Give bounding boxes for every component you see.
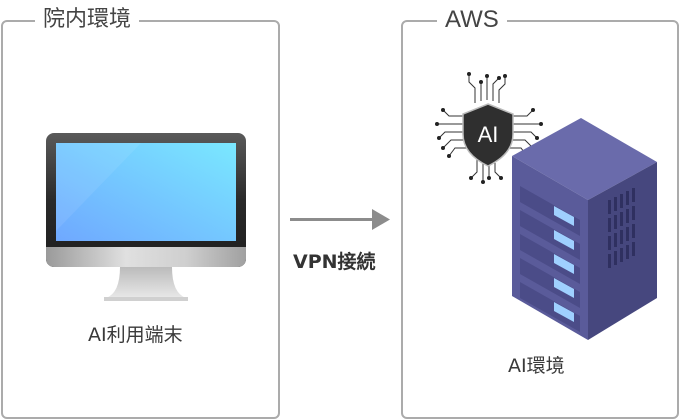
hospital-environment-group: 院内環境 (1, 6, 280, 419)
ai-badge-text: AI (478, 122, 499, 147)
ai-environment-caption: AI環境 (508, 355, 565, 377)
server-slot (520, 186, 580, 236)
server-rack-icon (512, 118, 657, 340)
server-slot (520, 234, 580, 284)
server-slot (520, 282, 580, 332)
aws-environment-group: AWS (401, 6, 679, 419)
server-slot (520, 258, 580, 308)
arrow-right-icon (290, 209, 390, 230)
vpn-connection-label: VPN接続 (293, 251, 376, 273)
ai-terminal-caption: AI利用端末 (88, 324, 183, 346)
ai-shield-icon: AI (435, 72, 543, 184)
group-title-aws: AWS (437, 6, 507, 34)
group-title-hospital: 院内環境 (35, 6, 140, 34)
desktop-monitor-icon (46, 133, 246, 301)
server-slot (520, 210, 580, 260)
